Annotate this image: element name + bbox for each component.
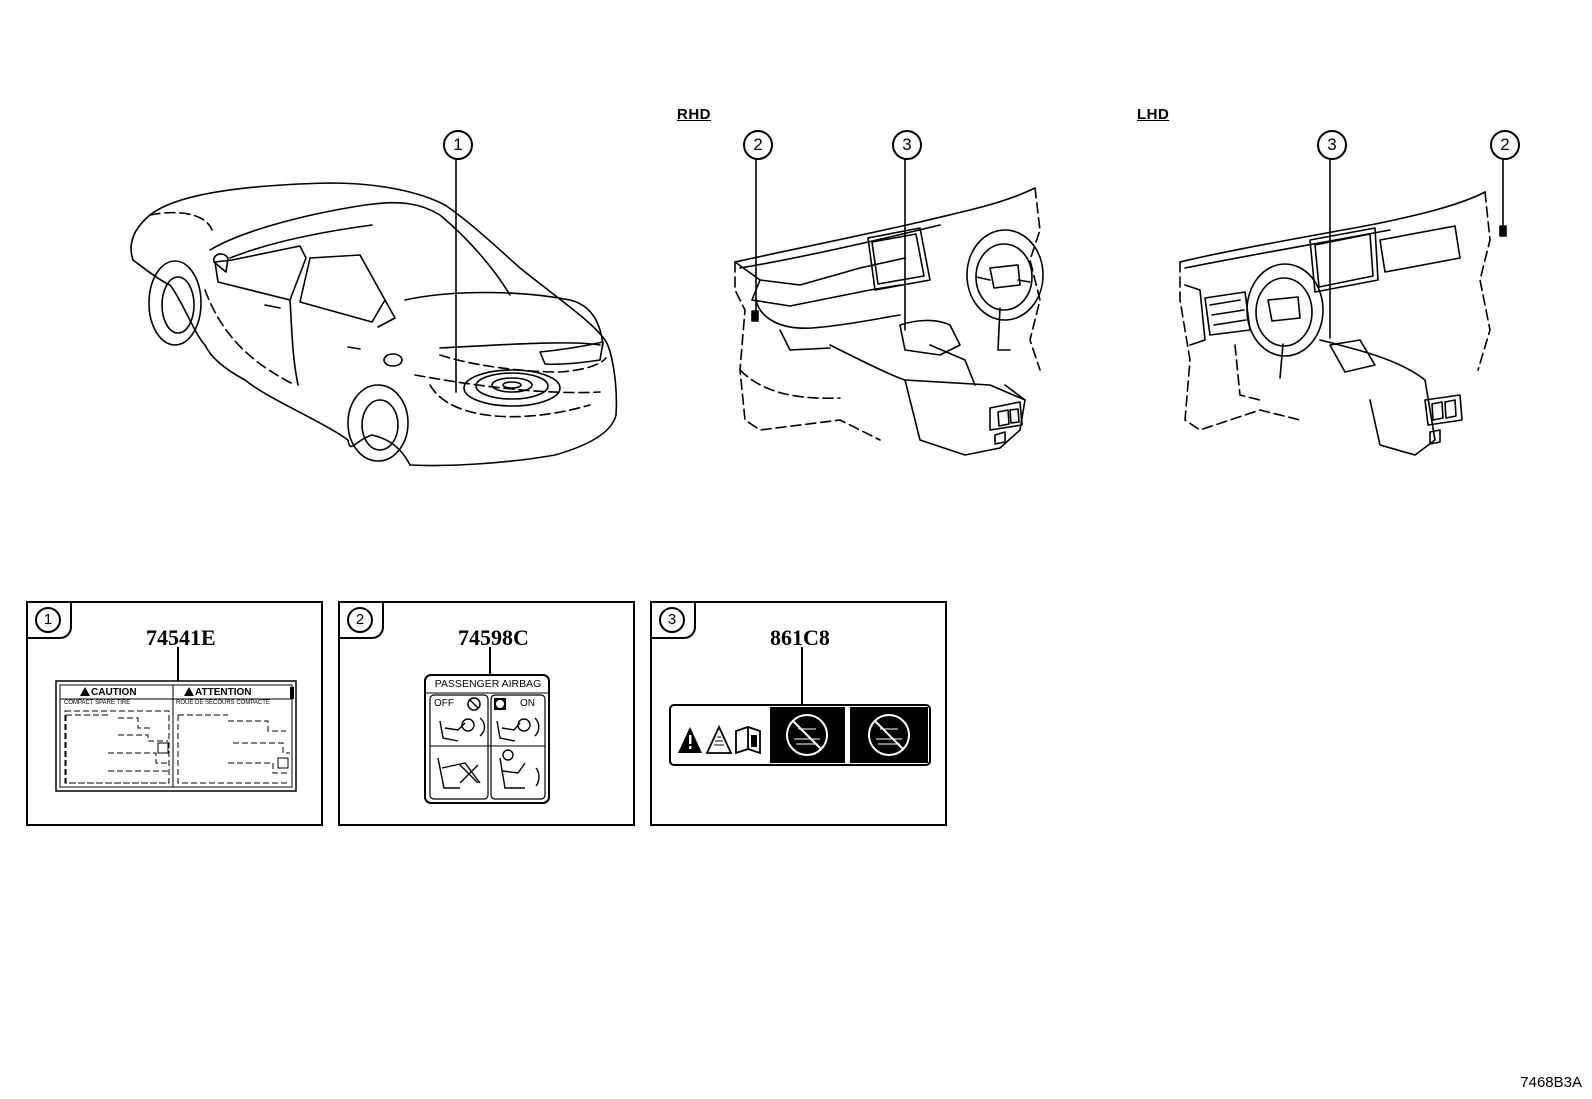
car-illustration [130,155,618,467]
panel-1-tab: 1 [26,601,72,639]
warning-icon [678,727,702,753]
no-rear-facing-seat-icon-1 [786,714,828,756]
manual-book-icon [735,726,761,755]
lhd-label: LHD [1137,106,1170,123]
vehicle-illustrations [130,155,1507,467]
diagram-id: 7468B3A [1520,1074,1582,1091]
callout-3-rhd: 3 [892,130,922,160]
panel-3-index: 3 [659,607,685,633]
spare-tire-caution-label [55,647,297,792]
airbag-title: PASSENGER AIRBAG [434,678,542,690]
panel-2-tab: 2 [338,601,384,639]
no-rear-facing-seat-icon-2 [868,714,910,756]
caution-heading: CAUTION [91,687,137,698]
part-number-861c8: 861C8 [770,625,830,650]
rhd-label: RHD [677,106,711,123]
child-seat-warning-icon [705,724,733,754]
panel-1: 1 74541E CAUTION ATTENTION COMPACT SPARE… [26,601,323,826]
callout-2-rhd: 2 [743,130,773,160]
rhd-dashboard-illustration [734,155,1044,456]
panel-2: 2 74598C PASSENGER AIRBAG OFF O [338,601,635,826]
panel-3-tab: 3 [650,601,696,639]
attention-heading: ATTENTION [195,687,252,698]
panel-1-index: 1 [35,607,61,633]
part-number-74541e: 74541E [146,625,216,650]
part-number-74598c: 74598C [458,625,529,650]
callout-2-lhd: 2 [1490,130,1520,160]
panel-3: 3 861C8 [650,601,947,826]
attention-subtitle: ROUE DE SECOURS COMPACTE [176,700,270,706]
caution-subtitle: COMPACT SPARE TIRE [64,700,131,706]
airbag-off-text: OFF [434,698,454,709]
passenger-airbag-label [424,647,550,804]
callout-3-lhd: 3 [1317,130,1347,160]
lhd-dashboard-illustration [1179,155,1507,456]
sun-visor-warning-label [669,647,931,766]
airbag-on-text: ON [520,698,535,709]
panel-2-index: 2 [347,607,373,633]
callout-1-car: 1 [443,130,473,160]
